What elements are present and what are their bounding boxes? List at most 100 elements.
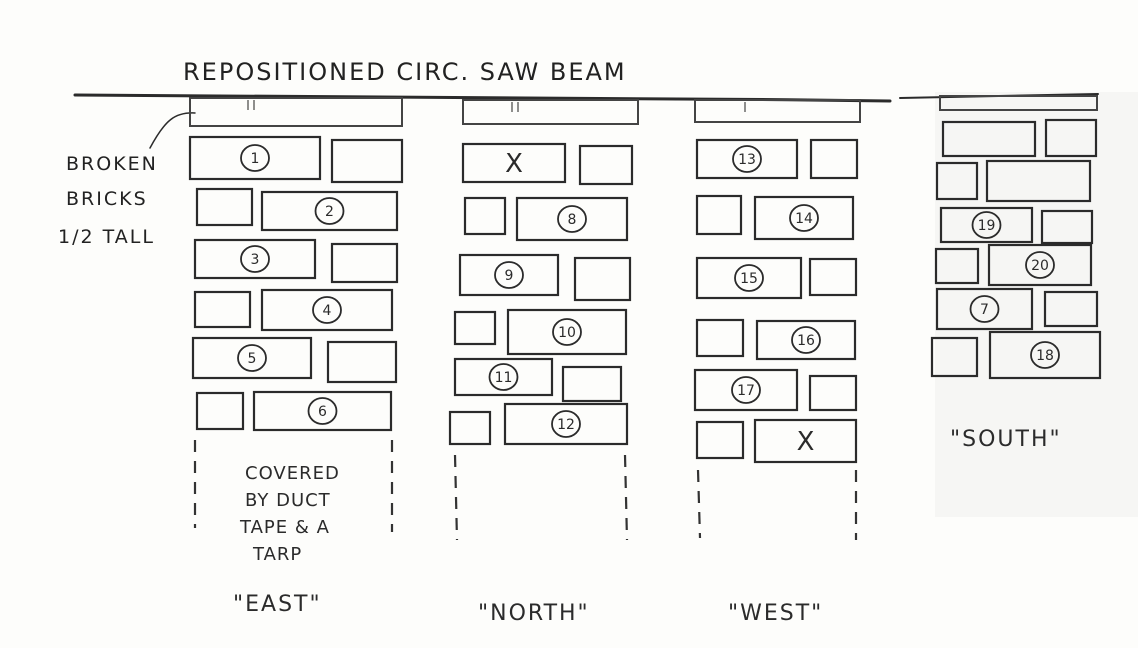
brick [193, 238, 317, 280]
brick [985, 159, 1092, 203]
brick-number: 1 [251, 151, 260, 167]
brick-number: 20 [1031, 258, 1049, 274]
brick-number-circle [240, 245, 270, 273]
brick-number-circle [488, 363, 519, 391]
brick-number: 8 [568, 212, 577, 228]
broken-brick [694, 99, 861, 123]
brick [260, 190, 399, 232]
leader-line [149, 112, 196, 149]
brick-number-circle [971, 211, 1002, 239]
brick [463, 196, 507, 236]
brick [809, 138, 859, 180]
brick [1040, 209, 1094, 245]
brick-number: 10 [558, 325, 576, 341]
brick [695, 256, 803, 300]
brick [458, 253, 560, 297]
brick [188, 135, 322, 181]
diagram-title: REPOSITIONED CIRC. SAW BEAM [183, 58, 627, 86]
brick [753, 195, 855, 241]
excluded-brick-mark: X [797, 427, 815, 457]
brick [515, 196, 629, 242]
brick [695, 318, 745, 358]
broken-bricks-note: BROKEN BRICKS 1/2 TALL [58, 153, 156, 248]
brick [195, 187, 254, 227]
brick [755, 319, 857, 361]
brick [1043, 290, 1099, 328]
note-line-2: BRICKS [66, 188, 148, 210]
brick-number-circle [791, 326, 821, 354]
pier-note-line: TAPE & A [239, 517, 330, 538]
brick-number: 11 [495, 370, 513, 386]
brick-number-circle [969, 295, 1000, 323]
brick-number: 4 [323, 303, 332, 319]
brick [326, 340, 398, 384]
broken-top-bricks [189, 95, 1098, 127]
brick-number-circle [312, 296, 342, 324]
brick-number: 19 [978, 218, 996, 234]
brick [193, 290, 252, 329]
brick [693, 368, 799, 412]
brick-number: 16 [797, 333, 815, 349]
pier-label: "EAST" [233, 592, 322, 617]
pier-label: "NORTH" [478, 601, 590, 626]
brick [330, 138, 404, 184]
brick [503, 402, 629, 446]
note-line-3: 1/2 TALL [58, 226, 155, 248]
excluded-brick-mark: X [505, 149, 523, 179]
broken-brick [462, 99, 639, 125]
brick-number-circle [307, 397, 338, 425]
brick-number-circle [734, 264, 764, 292]
brick [260, 288, 394, 332]
brick-number-circle [557, 205, 587, 233]
brick [930, 336, 979, 378]
brick [695, 194, 743, 236]
brick [561, 365, 623, 403]
pier-note-line: TARP [252, 544, 302, 565]
brick [1044, 118, 1098, 158]
brick-number: 5 [248, 351, 257, 367]
brick [695, 138, 799, 180]
brick-number-circle [1025, 251, 1055, 279]
brick-number-circle [551, 410, 581, 438]
pier-label: "SOUTH" [950, 427, 1062, 452]
brick-number-circle [552, 318, 582, 346]
brick-number: 12 [557, 417, 575, 433]
brick-number-circle [731, 376, 761, 404]
brick-number-circle [314, 197, 345, 225]
brick [448, 410, 492, 446]
brick-number: 7 [980, 302, 989, 318]
brick-number: 3 [251, 252, 260, 268]
brick [578, 144, 634, 186]
broken-brick [939, 95, 1098, 111]
brick [252, 390, 393, 432]
brick-number: 13 [738, 152, 756, 168]
brick [695, 420, 745, 460]
brick [987, 243, 1093, 287]
brick [506, 308, 628, 356]
brick [935, 287, 1034, 331]
brick-number-circle [732, 145, 762, 173]
brick [453, 357, 554, 397]
pier-label: "WEST" [728, 601, 823, 626]
broken-brick [189, 97, 403, 127]
brick [941, 120, 1037, 158]
pier-note-line: COVERED [245, 463, 340, 484]
brick [453, 310, 497, 346]
brick [753, 418, 858, 464]
brick-number: 18 [1036, 348, 1054, 364]
brick [573, 256, 632, 302]
brick-number: 9 [505, 268, 514, 284]
brick-number-circle [789, 204, 819, 232]
brick-number-circle [494, 261, 524, 289]
brick [939, 206, 1034, 244]
brick-number: 14 [795, 211, 813, 227]
brick-number-circle [240, 144, 270, 172]
brick-number: 15 [740, 271, 758, 287]
brick [808, 257, 858, 297]
brick-number-circle [1030, 341, 1060, 369]
